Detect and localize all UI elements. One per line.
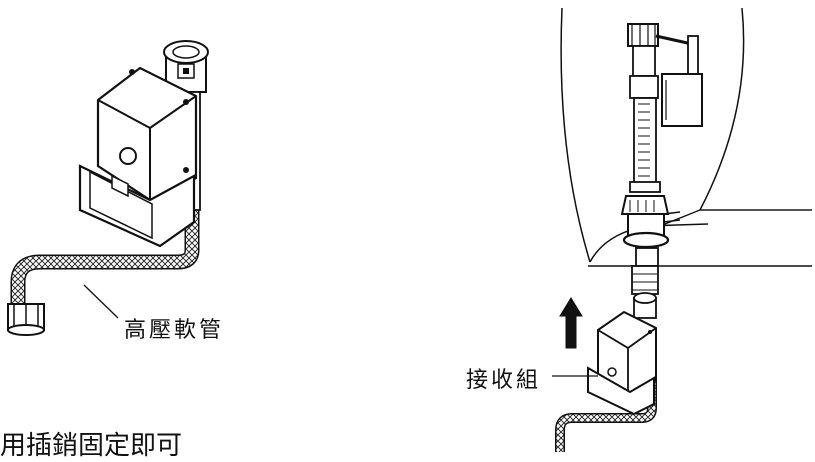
- diagram-canvas: [7, 7, 812, 452]
- right-tank-assembly: [552, 7, 812, 452]
- receiver-label: 接收組: [466, 368, 542, 393]
- tank-right-wall: [699, 7, 745, 211]
- left-hose-nut: [7, 303, 45, 336]
- up-arrow-icon: [559, 297, 583, 349]
- fill-valve: [620, 23, 703, 295]
- left-receiver-box: [78, 66, 198, 248]
- tank-left-wall: [560, 7, 591, 263]
- caption-text: 用插銷固定即可: [0, 431, 183, 461]
- hose-leader-line: [83, 284, 119, 319]
- right-receiver-box: [555, 292, 657, 452]
- hose-label: 高壓軟管: [124, 318, 225, 343]
- left-receiver-assembly: [7, 40, 209, 336]
